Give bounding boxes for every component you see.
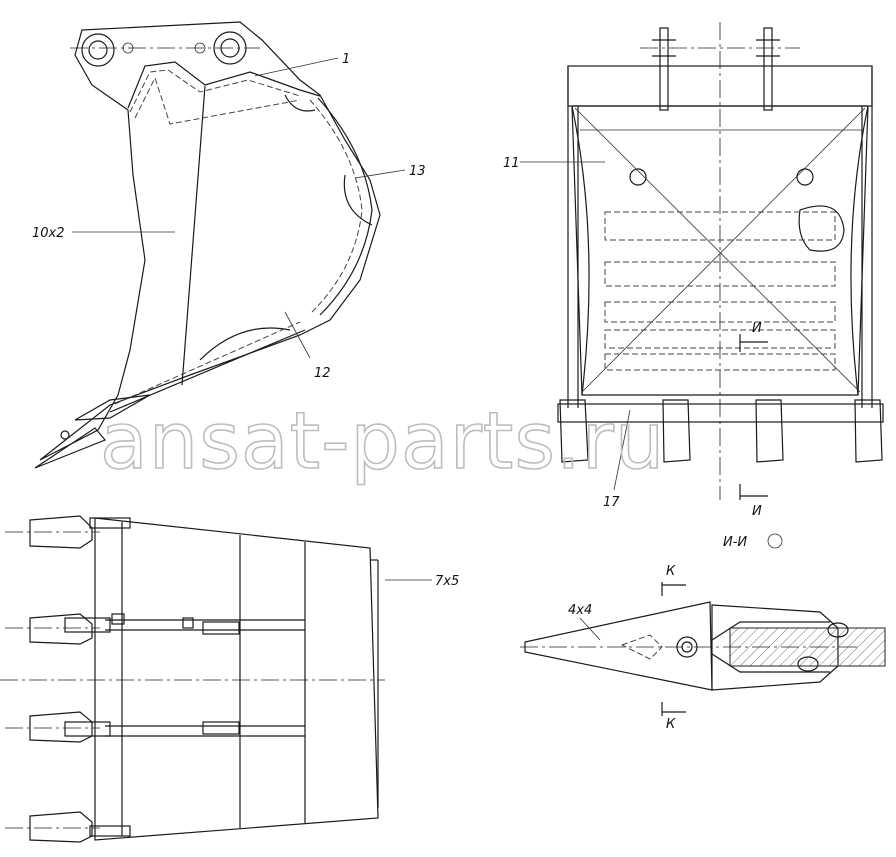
label-part-10: 10x2	[32, 226, 65, 241]
label-part-4: 4x4	[568, 603, 592, 618]
watermark-text: ansat-parts.ru	[100, 397, 665, 487]
label-section-k-top: К	[666, 564, 676, 579]
side-view-outline	[39, 21, 381, 461]
label-section-i-bottom: И	[752, 504, 762, 519]
label-part-13: 13	[409, 164, 426, 179]
top-view: 7x5	[0, 515, 459, 843]
side-view: 1 10x2 13 12	[32, 21, 426, 469]
label-section-i-top: И	[752, 321, 762, 336]
label-part-12: 12	[314, 366, 331, 381]
label-section-k-bottom: К	[666, 717, 676, 732]
label-part-11: 11	[503, 156, 520, 171]
label-part-17: 17	[603, 495, 620, 510]
label-section-ii: И-И	[723, 535, 747, 550]
tooth-detail: К К 4x4	[520, 564, 886, 732]
label-part-1: 1	[342, 52, 350, 67]
label-part-7: 7x5	[435, 574, 459, 589]
front-view: 11 17 И И	[503, 22, 884, 519]
